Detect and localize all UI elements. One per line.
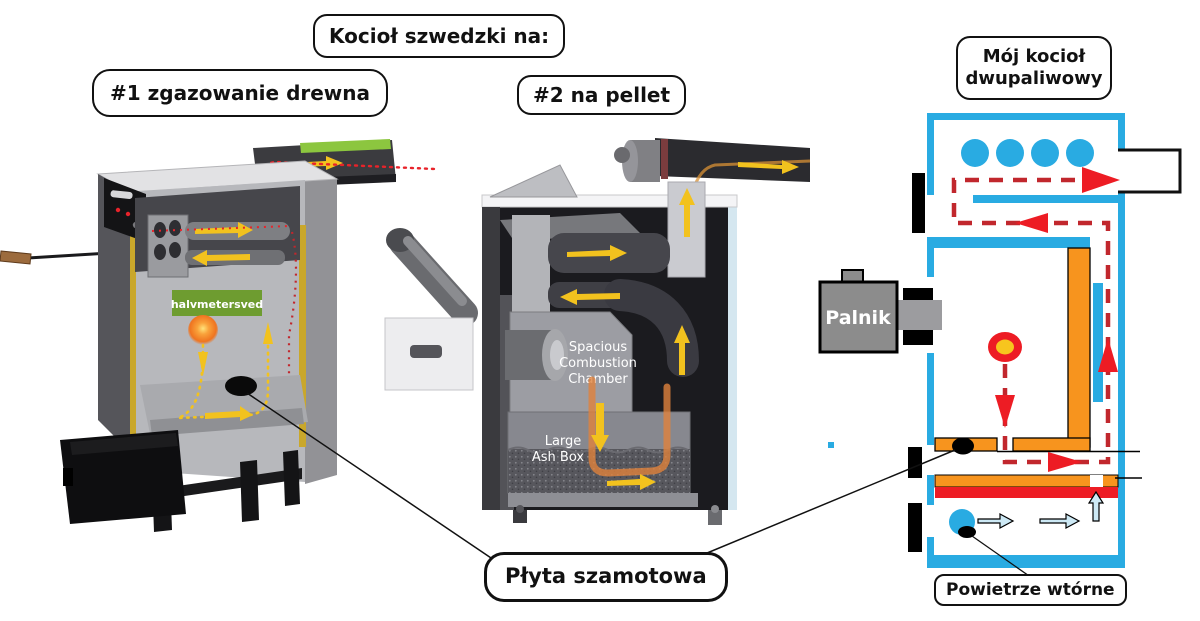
arrow-down-icon <box>995 395 1015 428</box>
fire-tube <box>1066 139 1094 167</box>
stray-dot <box>828 442 834 448</box>
flue-duct <box>614 138 811 244</box>
callout-chamotte-plate: Płyta szamotowa <box>484 552 728 602</box>
pellet-boiler-figure: Spacious Combustion Chamber Large Ash Bo… <box>384 138 811 525</box>
arrow-up-icon <box>674 325 690 375</box>
fire-tube <box>961 139 989 167</box>
label-boiler-3: Mój kocioł dwupaliwowy <box>956 36 1112 100</box>
secondary-air-arrows <box>977 490 1105 530</box>
water-strip <box>1093 283 1103 402</box>
chamber-caption: Chamber <box>568 372 628 387</box>
hot-gas-trace <box>588 376 671 477</box>
flame-icon <box>188 315 218 345</box>
arrow-up-icon <box>1098 338 1118 372</box>
wood-log-label-text: halvmetersved <box>171 298 263 311</box>
main-title: Kocioł szwedzki na: <box>313 14 566 58</box>
heat-exchanger-zone <box>135 186 300 415</box>
combustion-chamber: Spacious Combustion Chamber <box>505 311 637 413</box>
wood-gasification-boiler-figure: halvmetersved <box>0 139 437 532</box>
chamber-caption: Combustion <box>559 356 637 371</box>
chamotte-plate-marker <box>952 437 974 455</box>
arrow-right-icon <box>738 160 799 174</box>
arrow-right-icon <box>607 474 656 490</box>
chamotte-shelf-right <box>1012 437 1091 452</box>
chamotte-plate-marker <box>225 376 257 396</box>
pellet-feeder <box>384 228 478 391</box>
arrow-down-icon <box>591 403 609 452</box>
arrow-right-icon <box>1039 512 1081 530</box>
lower-plate-red <box>935 487 1118 498</box>
fire-tube <box>1031 139 1059 167</box>
green-strip <box>300 139 391 153</box>
pellet-burner: Palnik <box>818 269 942 354</box>
chamber-caption: Spacious <box>569 340 627 355</box>
chimney-outlet <box>1118 148 1182 194</box>
insulation-strip-left <box>130 194 136 452</box>
arrow-right-icon <box>567 245 627 261</box>
label-boiler-2: #2 na pellet <box>517 75 687 115</box>
ash-box: Large Ash Box <box>507 376 691 494</box>
arrow-up-icon <box>263 322 273 344</box>
arrow-right-icon <box>1082 167 1120 193</box>
dual-fuel-boiler-schematic: Palnik <box>818 113 1182 568</box>
top-hood <box>489 164 578 198</box>
insulation-strip-right <box>299 225 306 447</box>
arrow-right-icon <box>195 222 253 238</box>
arrow-left-icon <box>560 289 620 305</box>
label-boiler-3-line2: dwupaliwowy <box>965 68 1103 89</box>
arrow-right-icon <box>1048 452 1082 472</box>
access-doors <box>908 173 925 552</box>
label-boiler-1: #1 zgazowanie drewna <box>92 69 389 117</box>
secondary-air-marker <box>958 526 976 538</box>
flue-gas-path <box>951 167 1120 472</box>
arrow-right-icon <box>977 512 1015 530</box>
burner-label: Palnik <box>825 307 891 329</box>
ash-drawer <box>60 430 186 524</box>
gas-loop-dotted <box>177 340 270 420</box>
arrow-up-icon <box>679 188 695 237</box>
callout-secondary-air: Powietrze wtórne <box>934 574 1127 606</box>
fire-tube <box>996 139 1024 167</box>
rear-baffle <box>1067 247 1091 448</box>
riser-duct <box>667 181 706 278</box>
arrow-left-icon <box>1015 213 1048 233</box>
ashbox-caption: Ash Box <box>532 450 585 465</box>
ashbox-caption: Large <box>545 434 582 449</box>
arrow-left-icon <box>192 250 250 266</box>
wood-log-label <box>172 290 262 316</box>
arrow-right-icon <box>205 406 253 421</box>
label-boiler-3-line1: Mój kocioł <box>982 46 1086 68</box>
arrow-down-icon <box>198 352 208 376</box>
arrow-up-icon <box>1087 490 1105 522</box>
flame-icon <box>988 332 1022 362</box>
